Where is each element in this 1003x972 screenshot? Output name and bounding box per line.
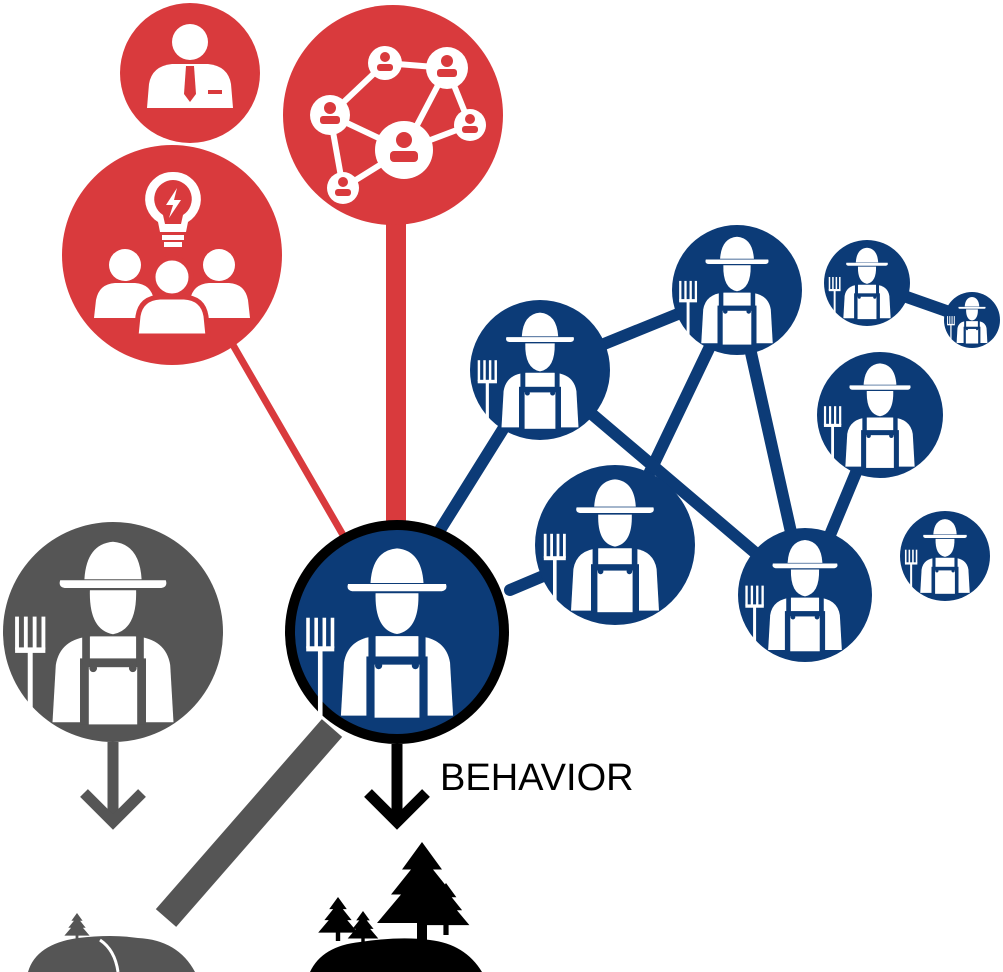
gray-down-arrow [80,742,146,830]
farmer-node [900,511,990,601]
focal-farmer-node [285,520,509,744]
forest-icon [310,842,482,972]
edge-focal-to-pasture [155,719,343,927]
farmer-node [824,240,910,326]
social-network-node [283,5,503,225]
farmer-node [470,300,610,440]
farmer-node [672,225,802,355]
community-idea-icon [94,171,250,339]
farmer-node [817,352,943,478]
other-farmer-node [3,522,223,742]
social-network-icon [310,46,486,204]
businessperson-node [120,3,260,143]
edge-network-to-focal [386,215,406,525]
pasture-icon [28,913,195,972]
behavior-label: BEHAVIOR [440,757,634,799]
community-idea-node [62,145,282,365]
edge-community-to-focal [229,343,347,537]
farmer-node [944,292,1000,348]
farmer-node [738,528,872,662]
farmer-node [535,465,695,625]
businessperson-icon [147,24,233,108]
behavior-down-arrow [364,744,430,830]
